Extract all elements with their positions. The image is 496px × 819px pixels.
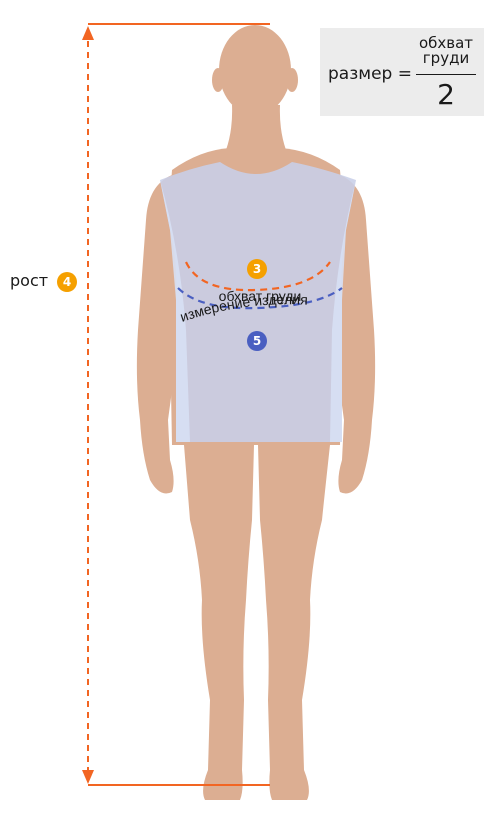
- formula-denominator: 2: [437, 78, 455, 111]
- garment-line: [177, 287, 343, 310]
- formula-numerator-line2: груди: [422, 49, 470, 67]
- height-measure: [82, 23, 270, 786]
- height-label: рост: [10, 271, 49, 290]
- formula-numerator-line1: обхват: [418, 34, 474, 52]
- size-formula: размер = обхват груди 2: [320, 28, 484, 116]
- arrow-down-icon: [82, 770, 94, 784]
- chest-label: обхват груди: [219, 288, 302, 304]
- fraction-bar: [416, 74, 476, 75]
- arrow-up-icon: [82, 26, 94, 40]
- height-badge: 4: [57, 272, 77, 292]
- chest-badge: 3: [247, 259, 267, 279]
- formula-lhs: размер =: [328, 64, 412, 84]
- garment-badge: 5: [247, 331, 267, 351]
- shirt: [160, 162, 356, 442]
- formula-numerator: обхват груди: [416, 36, 476, 66]
